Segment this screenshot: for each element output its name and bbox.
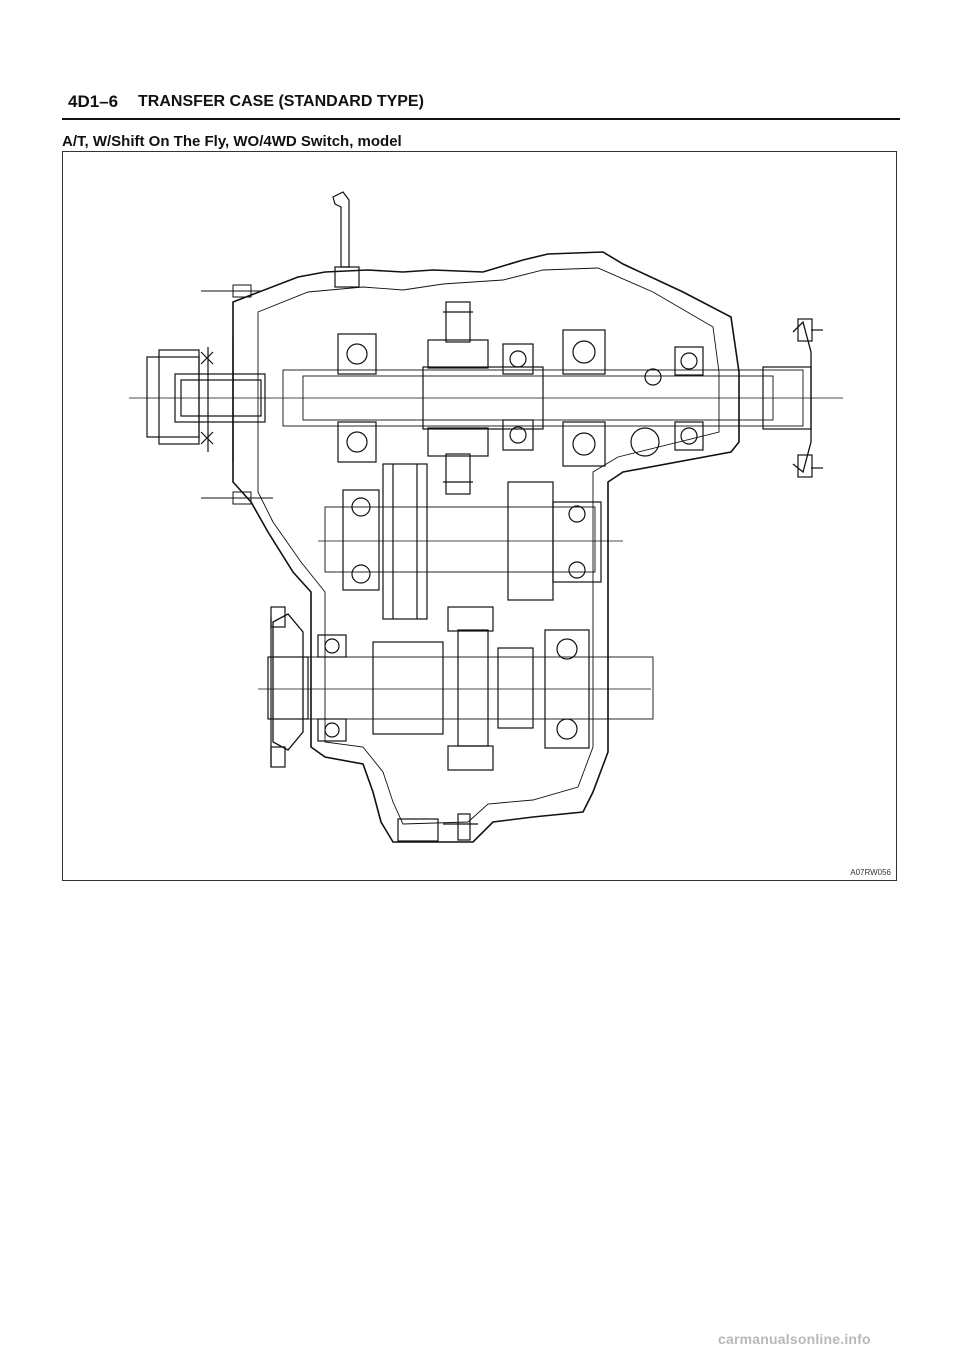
front-output-shaft — [302, 606, 654, 771]
centerlines — [129, 397, 843, 690]
transfer-case-figure: A07RW056 — [62, 151, 897, 881]
transfer-case-drawing — [129, 191, 843, 843]
chapter-title: TRANSFER CASE (STANDARD TYPE) — [138, 93, 424, 110]
countershaft — [324, 463, 602, 620]
watermark: carmanualsonline.info — [718, 1331, 871, 1347]
page-number: 4D1–6 — [68, 92, 119, 111]
section-title: A/T, W/Shift On The Fly, WO/4WD Switch, … — [62, 133, 402, 150]
bearings-upper — [337, 329, 704, 467]
page-header: 4D1–6 TRANSFER CASE (STANDARD TYPE) — [62, 88, 900, 120]
figure-code: A07RW056 — [850, 868, 891, 877]
case-outline — [232, 251, 740, 843]
